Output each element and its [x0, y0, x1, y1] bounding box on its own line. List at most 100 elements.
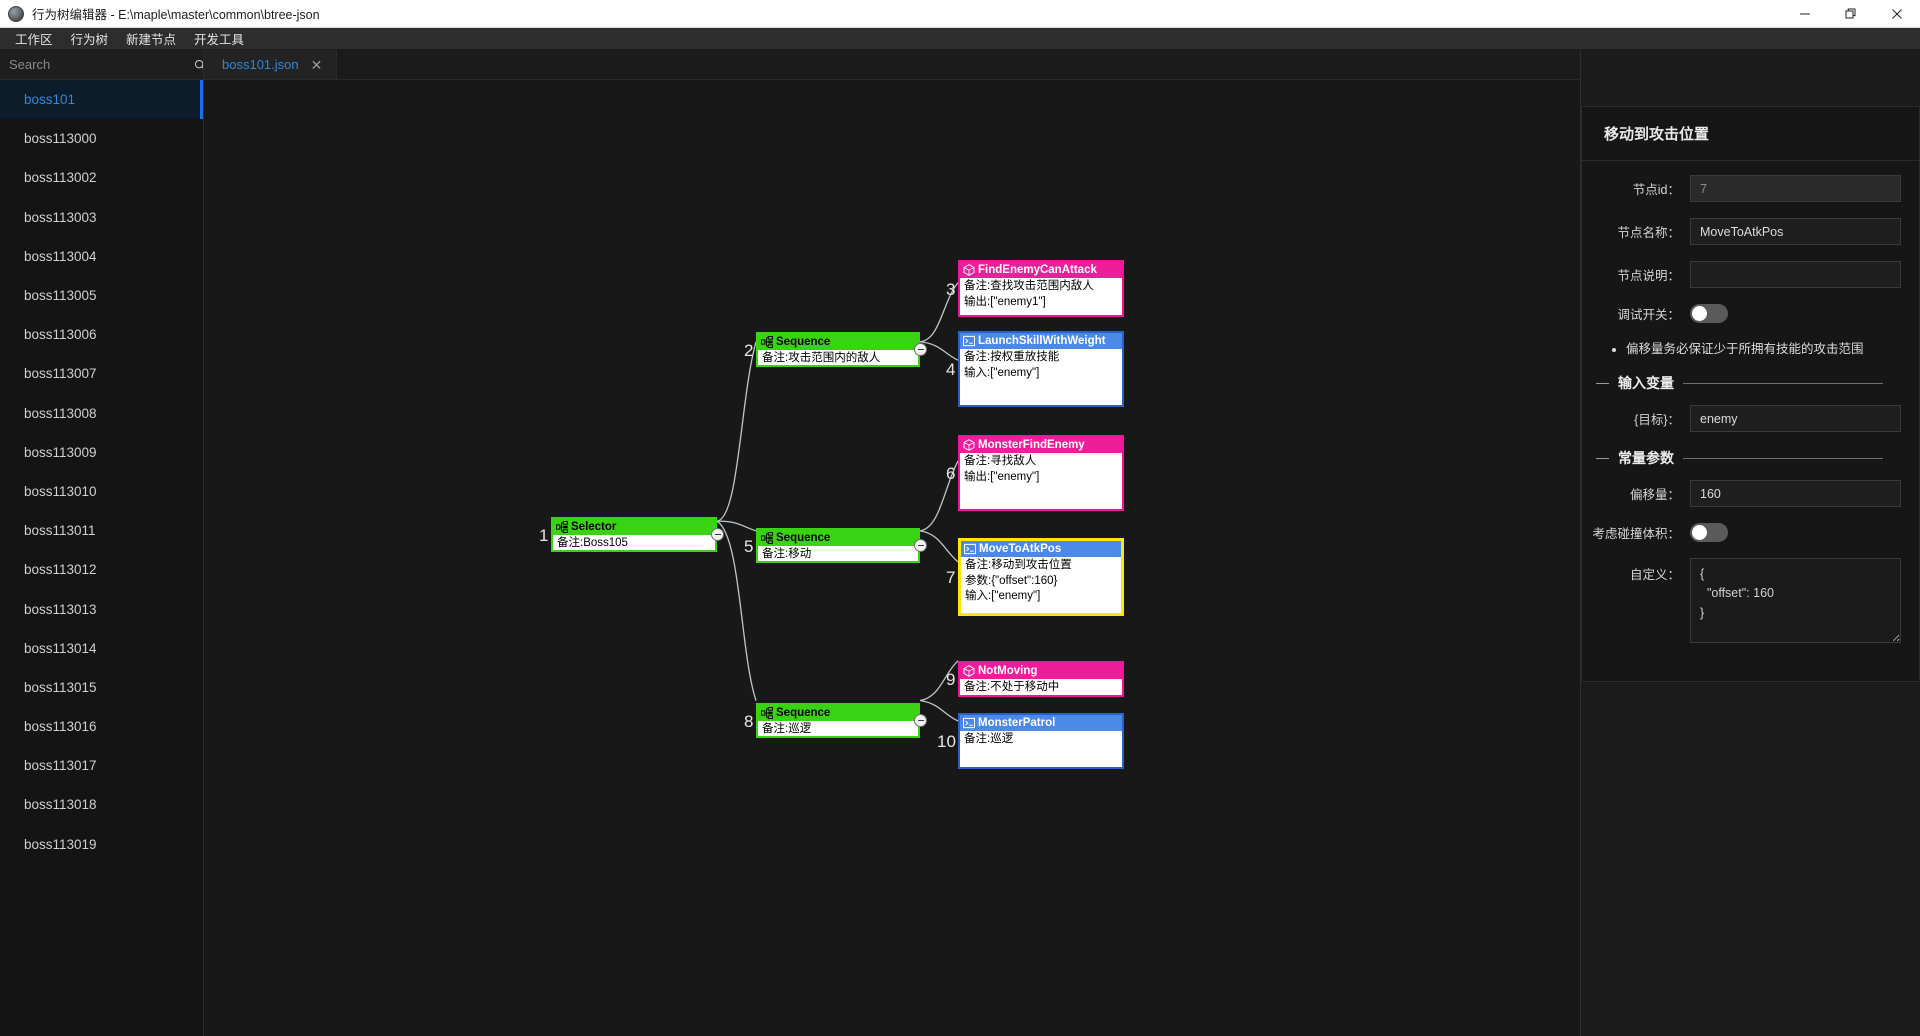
sidebar-item-boss113012[interactable]: boss113012 [0, 550, 203, 589]
app-logo-icon [8, 5, 24, 22]
node-collapse-toggle[interactable] [711, 528, 724, 541]
collision-toggle-switch[interactable] [1690, 523, 1728, 542]
sidebar-item-label: boss113009 [24, 444, 97, 460]
node-title: Sequence [776, 707, 831, 719]
node-title: MonsterPatrol [978, 717, 1056, 729]
sidebar-item-label: boss113015 [24, 679, 97, 695]
sidebar-item-boss113005[interactable]: boss113005 [0, 276, 203, 315]
composite-icon [556, 521, 568, 533]
section-collapse-dash-icon[interactable] [1596, 457, 1609, 459]
field-row-debug-toggle: 调试开关： [1582, 304, 1901, 323]
sidebar-item-boss113017[interactable]: boss113017 [0, 746, 203, 785]
input-target-field[interactable] [1690, 405, 1901, 432]
node-collapse-toggle[interactable] [914, 714, 927, 727]
tree-node-Sequence[interactable]: Sequence 备注:巡逻 [756, 703, 920, 738]
sidebar-item-boss113016[interactable]: boss113016 [0, 707, 203, 746]
sidebar-item-boss113013[interactable]: boss113013 [0, 589, 203, 628]
node-header: Sequence [758, 334, 918, 350]
menubar: 工作区 行为树 新建节点 开发工具 [0, 28, 1920, 50]
sidebar-item-boss113014[interactable]: boss113014 [0, 629, 203, 668]
search-input[interactable] [0, 57, 194, 72]
node-detail-line: 备注:巡逻 [964, 733, 1014, 745]
sidebar-item-boss113010[interactable]: boss113010 [0, 472, 203, 511]
search-button[interactable] [194, 50, 203, 80]
action-icon [964, 543, 976, 555]
tree-node-FindEnemyCanAttack[interactable]: FindEnemyCanAttack 备注:查找攻击范围内敌人输出:["enemy… [958, 260, 1124, 317]
sidebar-item-label: boss113013 [24, 601, 97, 617]
node-index-label: 7 [946, 568, 956, 587]
properties-title: 移动到攻击位置 [1582, 107, 1919, 161]
tree-node-Sequence[interactable]: Sequence 备注:移动 [756, 528, 920, 563]
node-detail-line: 输出:["enemy1"] [964, 295, 1046, 308]
sidebar-item-boss113003[interactable]: boss113003 [0, 198, 203, 237]
node-title: FindEnemyCanAttack [978, 264, 1097, 276]
field-row-node-desc: 节点说明： [1582, 261, 1901, 288]
node-header: MonsterFindEnemy [960, 437, 1122, 453]
node-detail-line: 备注:巡逻 [762, 723, 812, 735]
const-offset-field[interactable] [1690, 480, 1901, 507]
minimize-icon [1800, 13, 1810, 15]
sidebar-item-boss113011[interactable]: boss113011 [0, 511, 203, 550]
section-collapse-dash-icon[interactable] [1596, 382, 1609, 384]
sidebar-item-boss101[interactable]: boss101 [0, 80, 203, 120]
maximize-button[interactable] [1828, 0, 1874, 28]
sidebar-item-label: boss113017 [24, 758, 97, 774]
sidebar-item-boss113004[interactable]: boss113004 [0, 237, 203, 276]
node-body: 备注:Boss105 [553, 535, 715, 550]
node-header: FindEnemyCanAttack [960, 262, 1122, 278]
tab-close-icon[interactable]: ✕ [310, 56, 323, 73]
window-titlebar: 行为树编辑器 - E:\maple\master\common\btree-js… [0, 0, 1920, 28]
restore-icon [1845, 8, 1856, 19]
node-body: 备注:巡逻 [960, 731, 1122, 751]
tab-boss101.json[interactable]: boss101.json✕ [204, 50, 338, 79]
tree-node-MonsterPatrol[interactable]: MonsterPatrol 备注:巡逻 [958, 713, 1124, 769]
editor-tabbar: boss101.json✕ [204, 50, 1580, 80]
minimize-button[interactable] [1782, 0, 1828, 28]
sidebar-item-boss113009[interactable]: boss113009 [0, 433, 203, 472]
menu-new-node[interactable]: 新建节点 [126, 33, 177, 47]
sidebar-item-boss113000[interactable]: boss113000 [0, 119, 203, 158]
custom-json-label: 自定义： [1629, 568, 1680, 582]
node-detail-line: 备注:移动 [762, 548, 812, 560]
debug-toggle-switch[interactable] [1690, 304, 1728, 323]
sidebar-item-boss113002[interactable]: boss113002 [0, 158, 203, 197]
sidebar-item-boss113015[interactable]: boss113015 [0, 668, 203, 707]
node-body: 备注:移动 [758, 546, 918, 561]
node-name-field[interactable] [1690, 218, 1901, 245]
node-header: Selector [553, 519, 715, 535]
menu-workspace[interactable]: 工作区 [15, 33, 53, 47]
close-button[interactable] [1874, 0, 1920, 28]
node-collapse-toggle[interactable] [914, 539, 927, 552]
node-id-field[interactable] [1690, 175, 1901, 202]
menu-dev-tools[interactable]: 开发工具 [194, 33, 245, 47]
properties-form: 节点id： 节点名称： 节点说明： 调试开关： 偏移量务必保证少于所拥有技能的攻 [1582, 161, 1919, 681]
node-name-label: 节点名称： [1617, 226, 1680, 240]
menu-behaviortree[interactable]: 行为树 [70, 33, 109, 47]
input-variables-title: 输入变量 [1618, 375, 1674, 391]
sidebar-item-boss113006[interactable]: boss113006 [0, 315, 203, 354]
sidebar-item-label: boss113011 [24, 523, 96, 539]
properties-card: 移动到攻击位置 节点id： 节点名称： 节点说明： 调试开关： [1581, 106, 1920, 682]
action-icon [963, 335, 975, 347]
sidebar-item-boss113008[interactable]: boss113008 [0, 394, 203, 433]
node-body: 备注:查找攻击范围内敌人输出:["enemy1"] [960, 278, 1122, 313]
sidebar-item-boss113018[interactable]: boss113018 [0, 785, 203, 824]
sidebar-item-boss113007[interactable]: boss113007 [0, 354, 203, 393]
node-collapse-toggle[interactable] [914, 343, 927, 356]
sidebar-item-boss113019[interactable]: boss113019 [0, 825, 203, 864]
node-header: NotMoving [960, 663, 1122, 679]
node-desc-field[interactable] [1690, 261, 1901, 288]
node-title: Sequence [776, 532, 831, 544]
sidebar-item-label: boss113003 [24, 209, 97, 225]
custom-json-textarea[interactable] [1690, 558, 1901, 643]
